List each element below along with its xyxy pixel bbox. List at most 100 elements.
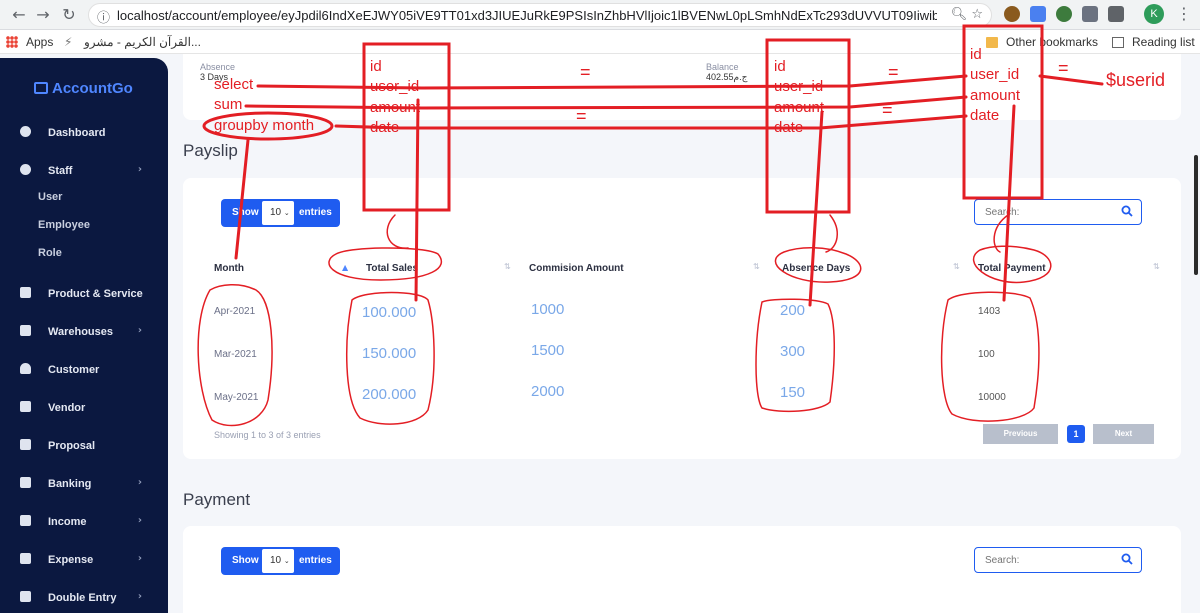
extension-icon[interactable] [1004, 6, 1020, 22]
warehouse-icon [20, 325, 31, 336]
reload-icon[interactable]: ↻ [62, 5, 76, 24]
column-header-absence[interactable]: Absence Days [782, 263, 851, 274]
info-icon[interactable]: ⓘ [97, 11, 111, 26]
cell-absence: 200 [780, 302, 806, 319]
browser-toolbar: ← → ↻ ⓘ localhost/account/employee/eyJpd… [0, 0, 1200, 30]
annotation-userid: $userid [1106, 70, 1166, 90]
cart-icon [20, 287, 31, 298]
sort-icon[interactable]: ⇅ [953, 262, 960, 271]
sort-asc-icon[interactable]: ▲ [342, 263, 349, 272]
back-icon[interactable]: ← [12, 5, 26, 24]
search-field[interactable] [974, 199, 1142, 225]
search-input[interactable] [985, 205, 1115, 219]
annotation-text: id [370, 58, 382, 75]
scrollbar-thumb[interactable] [1194, 155, 1198, 275]
previous-button[interactable]: Previous [983, 424, 1058, 444]
forward-icon[interactable]: → [36, 5, 50, 24]
balance-label: Balance [706, 62, 739, 72]
table-info: Showing 1 to 3 of 3 entries [214, 430, 321, 440]
entries-selector[interactable]: Show 10 ⌄ entries [221, 199, 340, 227]
chevron-right-icon: › [137, 477, 142, 488]
address-bar[interactable]: ⓘ localhost/account/employee/eyJpdil6Ind… [88, 3, 992, 27]
sidebar-item-product-service[interactable]: Product & Service [0, 283, 168, 307]
annotation-text: amount [774, 99, 825, 116]
sidebar-sub-role[interactable]: Role [38, 247, 62, 259]
sidebar-item-proposal[interactable]: Proposal [0, 435, 168, 459]
search-icon[interactable] [1121, 205, 1133, 217]
apps-grid-icon[interactable] [6, 36, 18, 48]
customer-icon [20, 363, 31, 374]
annotation-text: id [774, 58, 786, 75]
annotation-text: user_id [370, 78, 420, 95]
bookmark-other[interactable]: Other bookmarks [1006, 35, 1099, 49]
annotation-text: sum [214, 96, 243, 113]
bookmark-apps[interactable]: Apps [26, 35, 54, 49]
column-header-total-payment[interactable]: Total Payment [978, 263, 1046, 274]
vendor-icon [20, 401, 31, 412]
sidebar-item-double-entry[interactable]: Double Entry› [0, 587, 168, 611]
annotation-text: id [970, 46, 982, 63]
search-icon[interactable] [1121, 553, 1133, 565]
profile-avatar[interactable]: K [1144, 4, 1164, 24]
puzzle-icon[interactable] [1108, 6, 1124, 22]
annotation-text: select [214, 76, 254, 93]
bookmark-reading-list[interactable]: Reading list [1132, 35, 1195, 49]
expense-icon [20, 553, 31, 564]
entries-label: entries [299, 207, 332, 218]
sidebar-item-dashboard[interactable]: Dashboard [0, 122, 168, 146]
entries-select[interactable]: 10 ⌄ [262, 549, 294, 573]
column-header-commission[interactable]: Commision Amount [529, 263, 624, 274]
annotation-text: amount [970, 87, 1021, 104]
chevron-down-icon: ⌄ [283, 210, 290, 217]
sidebar-item-label: Customer [48, 364, 100, 376]
sidebar-item-expense[interactable]: Expense› [0, 549, 168, 573]
sidebar-item-staff[interactable]: Staff› [0, 160, 168, 184]
sort-icon[interactable]: ⇅ [504, 262, 511, 271]
bookmark-quran[interactable]: القرآن الكريم - مشرو... [84, 35, 201, 49]
cell-month: May-2021 [214, 392, 259, 403]
cell-payment: 1403 [978, 306, 1001, 317]
sort-icon[interactable]: ⇅ [753, 262, 760, 271]
column-header-total-sales[interactable]: Total Sales [366, 263, 419, 274]
extension-icon[interactable] [1082, 6, 1098, 22]
cell-total-sales: 200.000 [362, 386, 417, 403]
page-1-button[interactable]: 1 [1067, 425, 1085, 443]
folder-icon [986, 37, 998, 48]
search-field[interactable] [974, 547, 1142, 573]
zoom-star-icons[interactable]: 🔍︎ ☆ [950, 7, 983, 22]
entries-selector[interactable]: Show 10 ⌄ entries [221, 547, 340, 575]
sidebar-item-banking[interactable]: Banking› [0, 473, 168, 497]
entries-value: 10 [270, 207, 282, 218]
sidebar: AccountGo Dashboard Staff› User Employee… [0, 58, 168, 613]
briefcase-icon [34, 82, 48, 94]
sidebar-sub-user[interactable]: User [38, 191, 63, 203]
annotation-text: date [774, 119, 804, 136]
menu-icon[interactable]: ⋮ [1176, 4, 1192, 23]
search-input[interactable] [985, 553, 1115, 567]
sidebar-sub-employee[interactable]: Employee [38, 219, 90, 231]
chevron-down-icon: ⌄ [283, 558, 290, 565]
next-button[interactable]: Next [1093, 424, 1154, 444]
translate-icon[interactable] [1030, 6, 1046, 22]
payslip-card: Show 10 ⌄ entries Month ▲ Total Sales ⇅ … [183, 178, 1181, 459]
column-header-month[interactable]: Month [214, 263, 244, 274]
sort-icon[interactable]: ⇅ [1153, 262, 1160, 271]
cell-month: Mar-2021 [214, 349, 257, 360]
proposal-icon [20, 439, 31, 450]
sidebar-item-vendor[interactable]: Vendor [0, 397, 168, 421]
extension-icon[interactable] [1056, 6, 1072, 22]
cell-absence: 300 [780, 343, 806, 360]
bookmarks-bar: Apps ⚡︎ القرآن الكريم - مشرو... Other bo… [0, 30, 1200, 54]
balance-value: 402.55ج.م [706, 72, 748, 82]
brand-logo[interactable]: AccountGo [34, 80, 133, 97]
url-text: localhost/account/employee/eyJpdil6IndXe… [117, 8, 937, 23]
show-label: Show [232, 207, 259, 218]
sidebar-item-label: Vendor [48, 402, 86, 414]
annotation-equals: = [580, 62, 591, 82]
sidebar-item-warehouses[interactable]: Warehouses› [0, 321, 168, 345]
entries-value: 10 [270, 555, 282, 566]
bookmark-icon: ⚡︎ [64, 35, 73, 49]
entries-select[interactable]: 10 ⌄ [262, 201, 294, 225]
sidebar-item-customer[interactable]: Customer [0, 359, 168, 383]
sidebar-item-income[interactable]: Income› [0, 511, 168, 535]
